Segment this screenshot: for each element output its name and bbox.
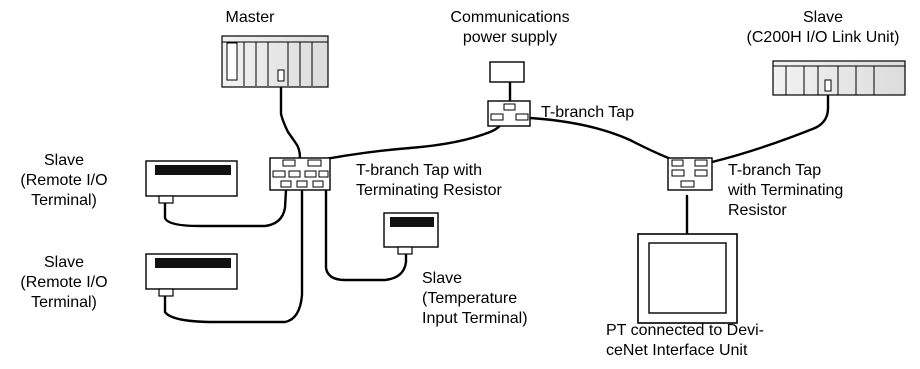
- remote1-drop-cable: [163, 188, 288, 228]
- label-communications-power-supply: Communications power supply: [450, 9, 570, 46]
- t-branch-tap-left-terminating: [269, 157, 331, 191]
- label-slave-remote-io-1: Slave (Remote I/O Terminal): [20, 152, 108, 209]
- label-t-branch-tap-center: T-branch Tap: [541, 104, 635, 121]
- temp-drop-cable: [324, 188, 408, 282]
- master-plc-rack: [221, 35, 329, 88]
- network-cables: [163, 77, 830, 324]
- slave-remote-io-terminal-2: [145, 253, 238, 297]
- trunk-cable-left: [308, 120, 504, 164]
- label-slave-temperature-input: Slave (Temperature Input Terminal): [422, 270, 528, 327]
- slave-c200h-rack: [772, 60, 906, 96]
- label-t-branch-tap-right-terminating: T-branch Tap with Terminating Resistor: [728, 162, 844, 219]
- pt-programmable-terminal: [637, 233, 738, 324]
- label-t-branch-tap-left-terminating: T-branch Tap with Terminating Resistor: [356, 162, 502, 199]
- remote2-drop-cable: [163, 188, 304, 324]
- label-slave-c200h: Slave (C200H I/O Link Unit): [746, 9, 900, 46]
- t-branch-tap-center: [487, 100, 531, 127]
- label-pt-devicenet: PT connected to Devi- ceNet Interface Un…: [606, 322, 765, 359]
- slave-temperature-input-terminal: [383, 212, 439, 255]
- master-drop-cable: [279, 84, 302, 160]
- c200h-drop-cable: [710, 93, 830, 164]
- label-slave-remote-io-2: Slave (Remote I/O Terminal): [20, 254, 108, 311]
- communications-power-supply: [489, 61, 525, 83]
- t-branch-tap-right-terminating: [667, 157, 713, 191]
- slave-remote-io-terminal-1: [145, 160, 238, 204]
- trunk-cable-right: [528, 116, 692, 168]
- label-master: Master: [225, 9, 275, 26]
